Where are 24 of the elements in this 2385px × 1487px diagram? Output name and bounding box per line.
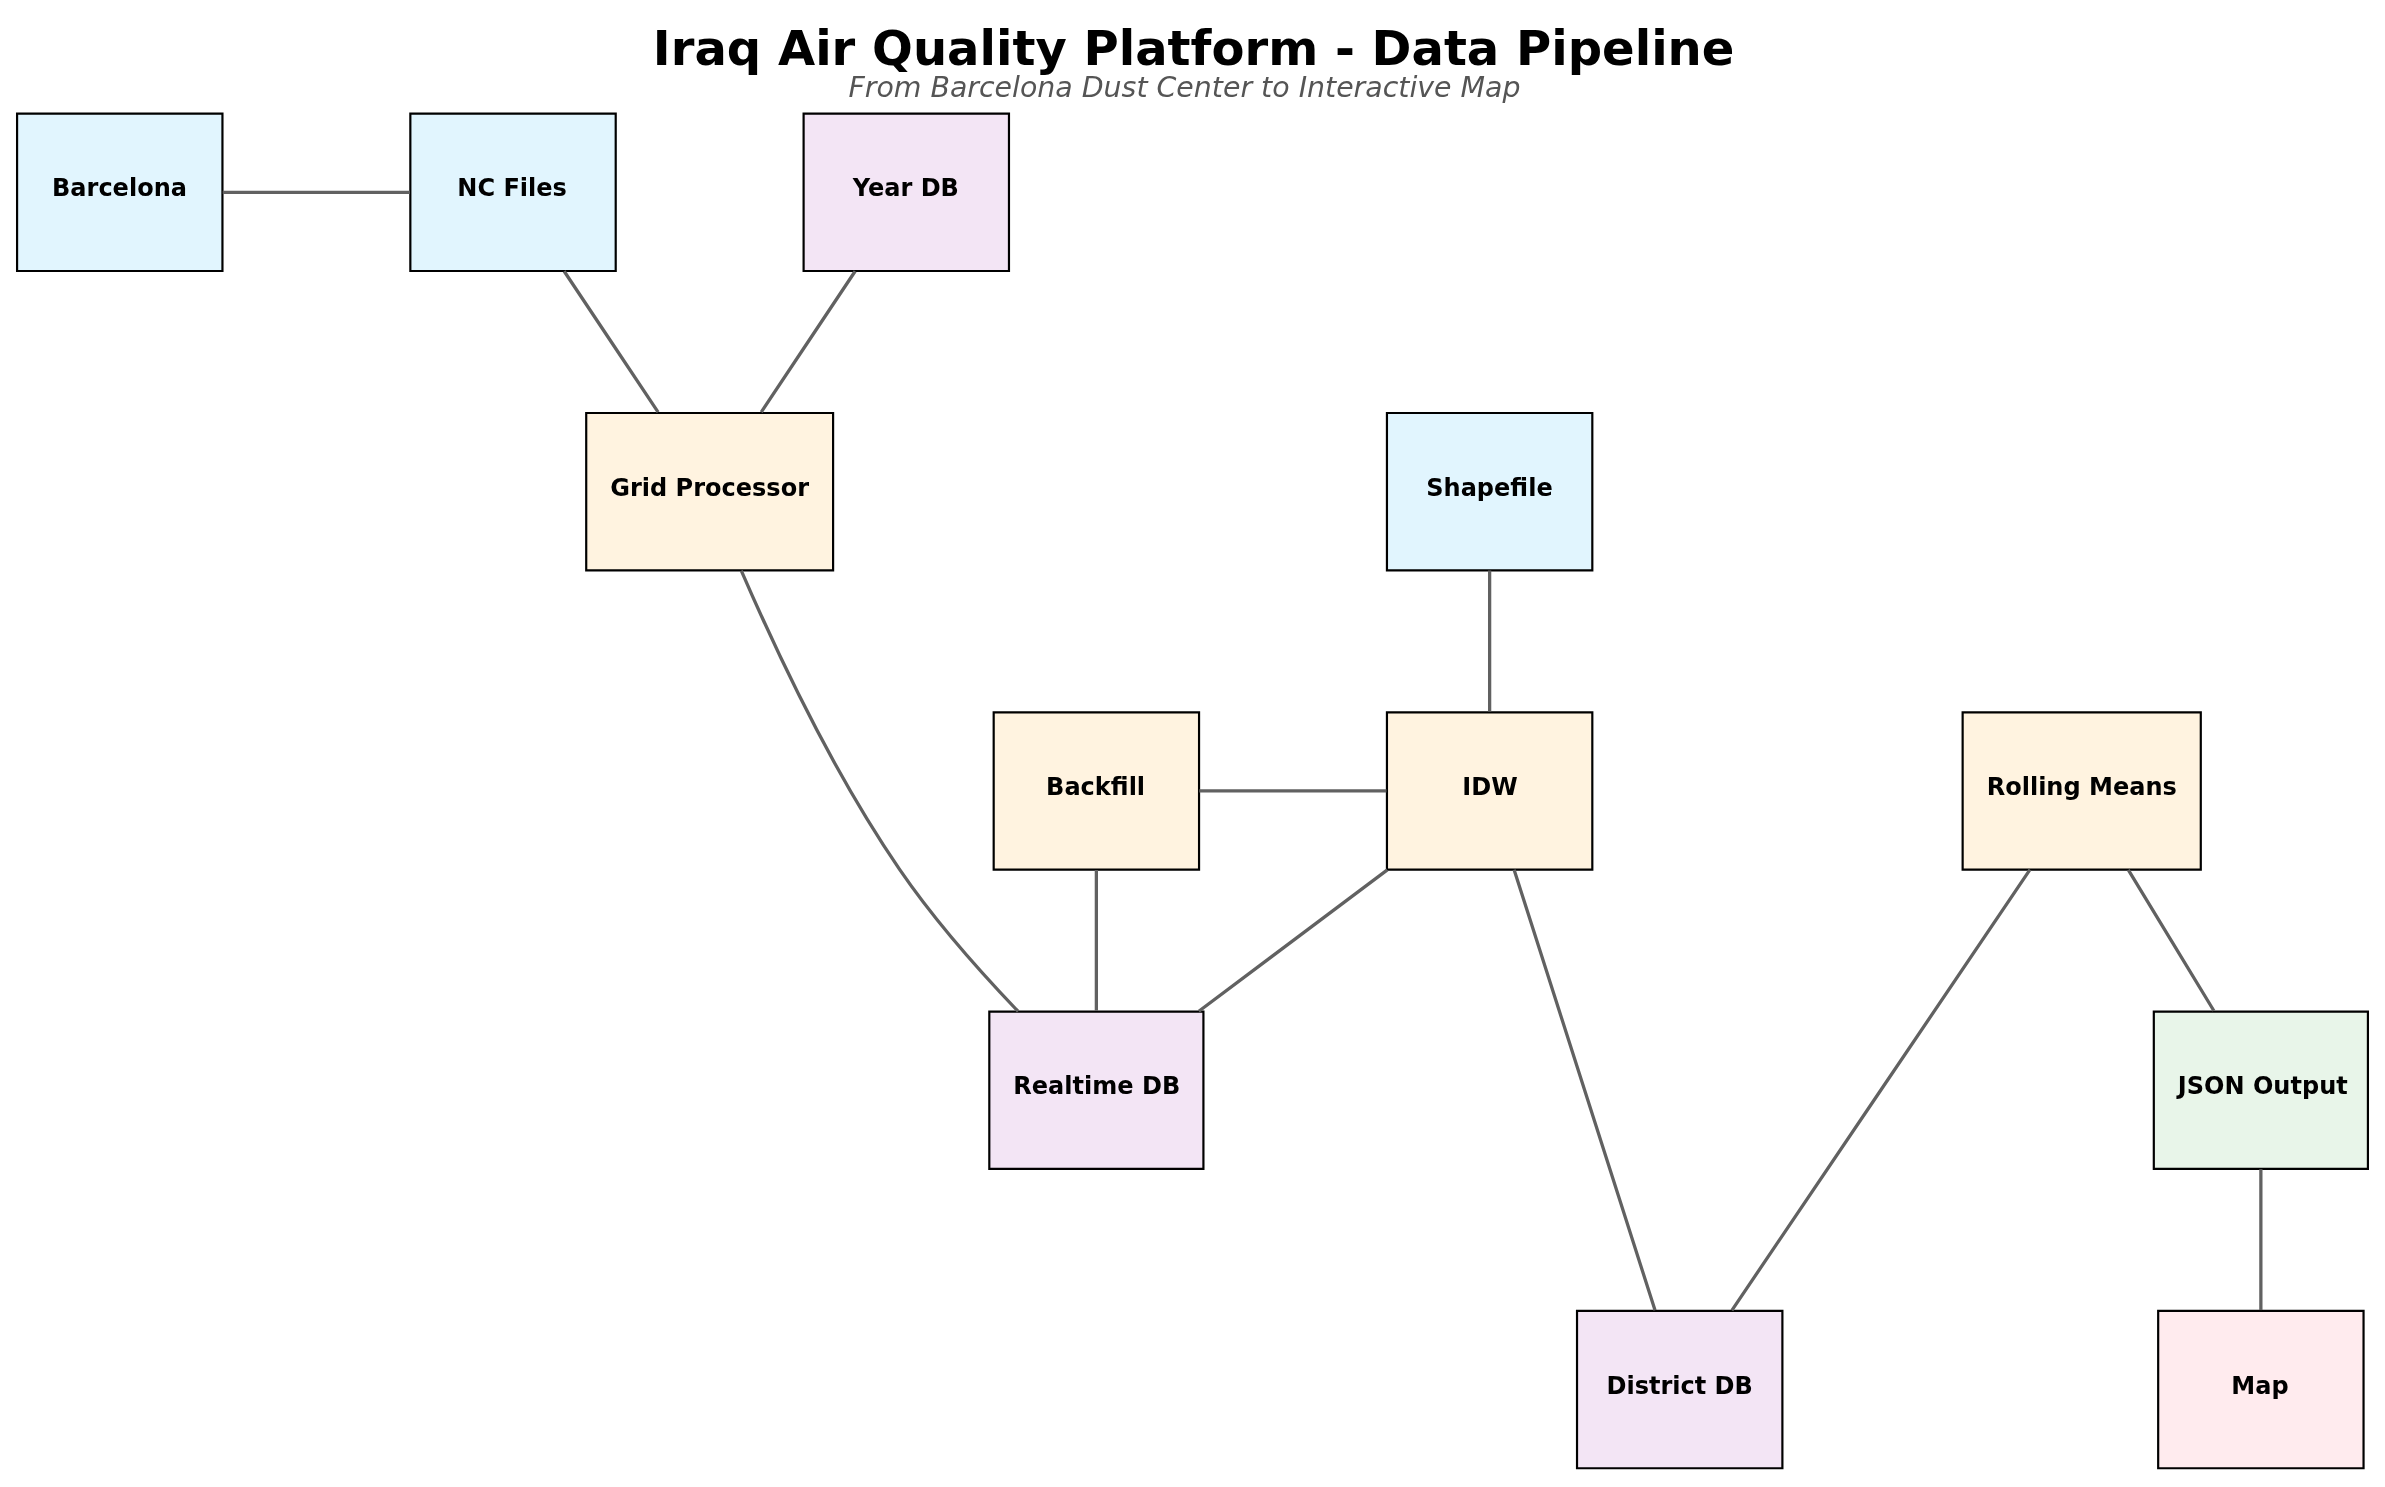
node-box: Barcelona [16, 112, 224, 272]
connector [1488, 570, 1492, 711]
node-box: IDW [1385, 710, 1594, 871]
connector [759, 269, 857, 413]
node-box: JSON Output [2152, 1010, 2369, 1170]
node-box: Map [2157, 1309, 2365, 1469]
node-box: Grid Processor [585, 411, 835, 571]
connector [2259, 1168, 2263, 1310]
node-box: Shapefile [1385, 411, 1594, 571]
connector [1512, 868, 1657, 1311]
node-box: Realtime DB [988, 1010, 1205, 1170]
node-box: Backfill [992, 710, 1201, 871]
connector [1094, 869, 1098, 1011]
connector [1199, 788, 1387, 793]
connector [562, 269, 660, 413]
node-box: District DB [1575, 1309, 1784, 1469]
node-box: NC Files [409, 112, 617, 272]
connector [2126, 868, 2216, 1012]
connector [1730, 868, 2032, 1311]
connector [739, 569, 1020, 1013]
connector [1197, 868, 1389, 1013]
connector [222, 190, 410, 194]
node-box: Rolling Means [1961, 710, 2202, 871]
node-box: Year DB [802, 112, 1011, 272]
